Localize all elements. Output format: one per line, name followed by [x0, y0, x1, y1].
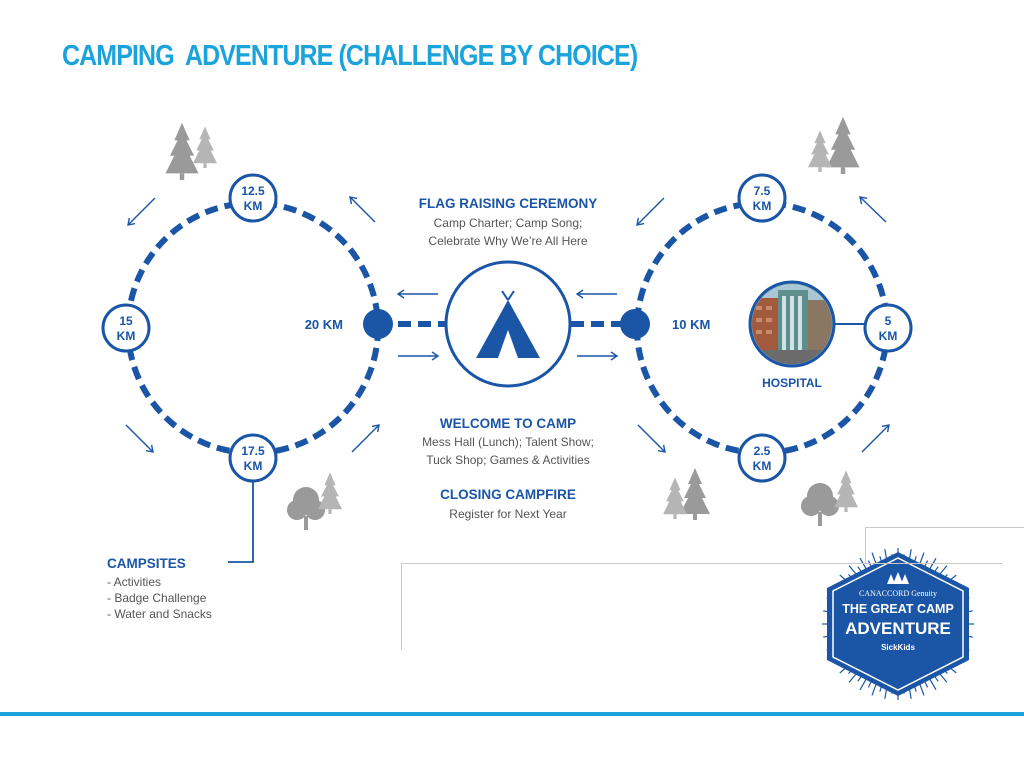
pine-tree-icon	[834, 470, 858, 512]
km-marker-unit: KM	[879, 329, 898, 343]
junction-label-10km: 10 KM	[672, 317, 710, 332]
flag-raising-title: FLAG RAISING CEREMONY	[419, 196, 598, 211]
hospital-photo	[750, 282, 834, 370]
footer-rule	[0, 712, 1024, 716]
pine-tree-icon	[827, 117, 860, 174]
km-marker-12-5: 12.5 KM	[230, 175, 276, 221]
arrow-diagonal-icon	[862, 425, 889, 452]
km-marker-unit: KM	[117, 329, 136, 343]
campsites-item: - Badge Challenge	[107, 591, 207, 605]
km-marker-5: 5 KM	[865, 305, 911, 351]
closing-line: Register for Next Year	[449, 507, 566, 521]
pine-tree-icon	[808, 130, 832, 172]
flag-raising-line: Celebrate Why We’re All Here	[428, 234, 587, 248]
empty-content-frame	[401, 563, 1002, 650]
welcome-title: WELCOME TO CAMP	[440, 416, 576, 431]
km-marker-value: 2.5	[754, 444, 771, 458]
pine-tree-icon	[193, 126, 217, 168]
arrow-diagonal-icon	[637, 198, 664, 225]
arrow-diagonal-icon	[352, 425, 379, 452]
campsites-block: CAMPSITES - Activities - Badge Challenge…	[107, 556, 212, 621]
welcome-line: Mess Hall (Lunch); Talent Show;	[422, 435, 594, 449]
campsites-item: - Activities	[107, 575, 161, 589]
left-junction-dot	[363, 309, 393, 339]
arrow-diagonal-icon	[638, 425, 665, 452]
campsites-leader-line	[228, 482, 253, 562]
campsites-item: - Water and Snacks	[107, 607, 212, 621]
empty-content-frame	[865, 527, 1024, 564]
km-marker-value: 17.5	[241, 444, 265, 458]
junction-label-20km: 20 KM	[305, 317, 343, 332]
pine-tree-icon	[663, 477, 687, 519]
welcome-block: WELCOME TO CAMP Mess Hall (Lunch); Talen…	[422, 416, 594, 467]
flag-raising-line: Camp Charter; Camp Song;	[434, 216, 583, 230]
campsites-title: CAMPSITES	[107, 556, 186, 571]
km-marker-unit: KM	[244, 199, 263, 213]
km-marker-2-5: 2.5 KM	[739, 435, 785, 481]
right-junction-dot	[620, 309, 650, 339]
oak-tree-icon	[801, 483, 839, 526]
km-marker-value: 5	[885, 314, 892, 328]
km-marker-value: 15	[119, 314, 133, 328]
km-marker-unit: KM	[244, 459, 263, 473]
arrow-diagonal-icon	[350, 197, 375, 222]
welcome-line: Tuck Shop; Games & Activities	[426, 453, 590, 467]
km-marker-value: 7.5	[754, 184, 771, 198]
closing-block: CLOSING CAMPFIRE Register for Next Year	[440, 487, 576, 521]
hospital-label: HOSPITAL	[762, 376, 822, 390]
pine-tree-icon	[318, 472, 342, 514]
km-marker-7-5: 7.5 KM	[739, 175, 785, 221]
flag-raising-block: FLAG RAISING CEREMONY Camp Charter; Camp…	[419, 196, 598, 248]
arrow-diagonal-icon	[128, 198, 155, 225]
km-marker-unit: KM	[753, 199, 772, 213]
km-marker-value: 12.5	[241, 184, 265, 198]
arrow-diagonal-icon	[860, 197, 886, 222]
closing-title: CLOSING CAMPFIRE	[440, 487, 576, 502]
km-marker-15: 15 KM	[103, 305, 149, 351]
arrow-diagonal-icon	[126, 425, 153, 452]
km-marker-17-5: 17.5 KM	[230, 435, 276, 481]
pine-tree-icon	[166, 123, 199, 180]
km-marker-unit: KM	[753, 459, 772, 473]
